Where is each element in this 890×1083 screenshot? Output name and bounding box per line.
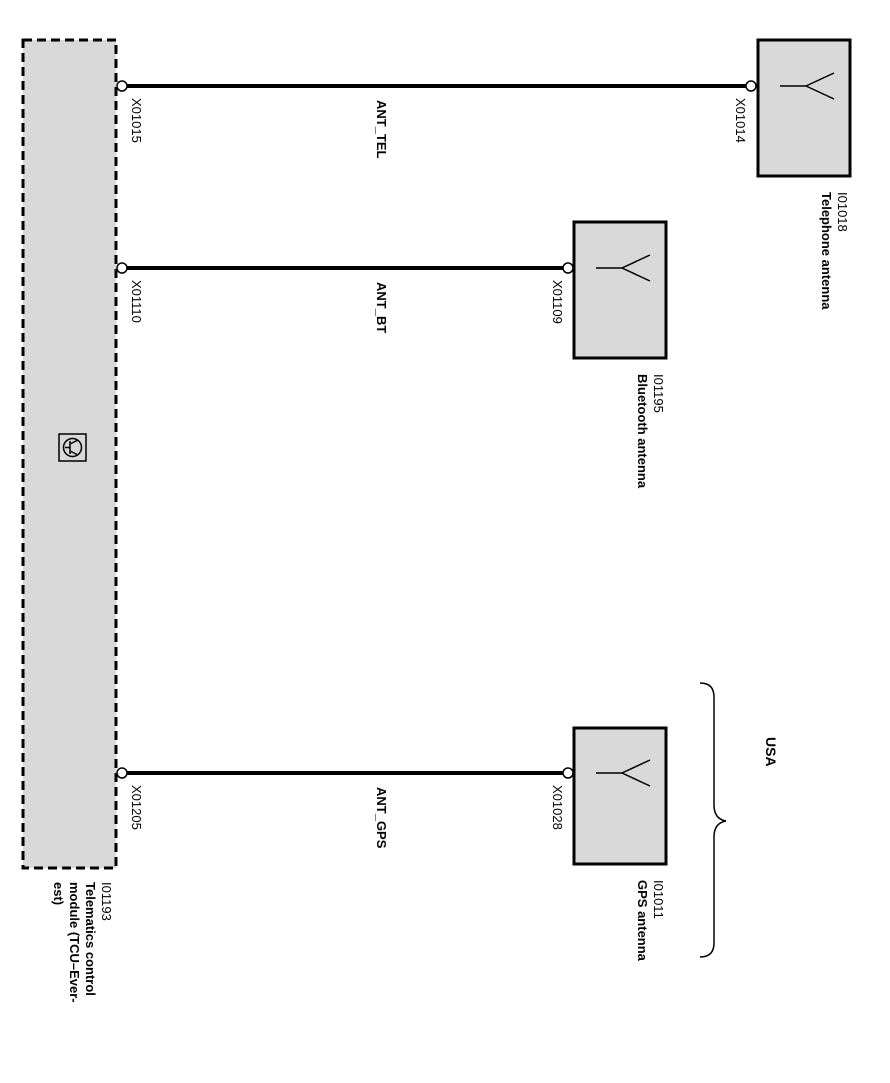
component-id: I01011 [651,880,666,919]
component-id: I01195 [651,374,666,413]
antenna-icon [780,72,835,100]
component-id: I01018 [835,192,850,232]
transistor-icon [58,433,87,462]
connector-label: X01014 [733,98,748,143]
connector-label: X01110 [129,280,144,323]
region-label: USA [763,737,779,767]
bluetooth-antenna-box [572,220,668,360]
connector-x01205 [116,767,128,779]
connector-x01110 [116,262,128,274]
connector-x01028 [562,767,574,779]
module-name-line: est) [51,882,66,905]
antenna-icon [596,759,651,787]
telephone-antenna-box [756,38,852,178]
gps-antenna-box [572,726,668,866]
signal-label: ANT_TEL [374,100,389,159]
connector-label: X01015 [129,98,144,143]
connector-label: X01205 [129,785,144,830]
signal-label: ANT_GPS [374,787,389,849]
component-name: Telephone antenna [819,192,834,310]
usa-brace [699,682,727,958]
component-name: Bluetooth antenna [635,374,650,489]
module-name-line: Telematics control [83,882,98,996]
module-name-line: module (TCU–Ever- [67,882,82,1003]
connector-label: X01028 [550,785,565,830]
signal-label: ANT_BT [374,282,389,333]
module-id: I01193 [99,882,114,921]
connector-x01109 [562,262,574,274]
connector-label: X01109 [550,280,565,324]
component-name: GPS antenna [635,880,650,962]
connector-x01015 [116,80,128,92]
antenna-icon [596,254,651,282]
connector-x01014 [745,80,757,92]
